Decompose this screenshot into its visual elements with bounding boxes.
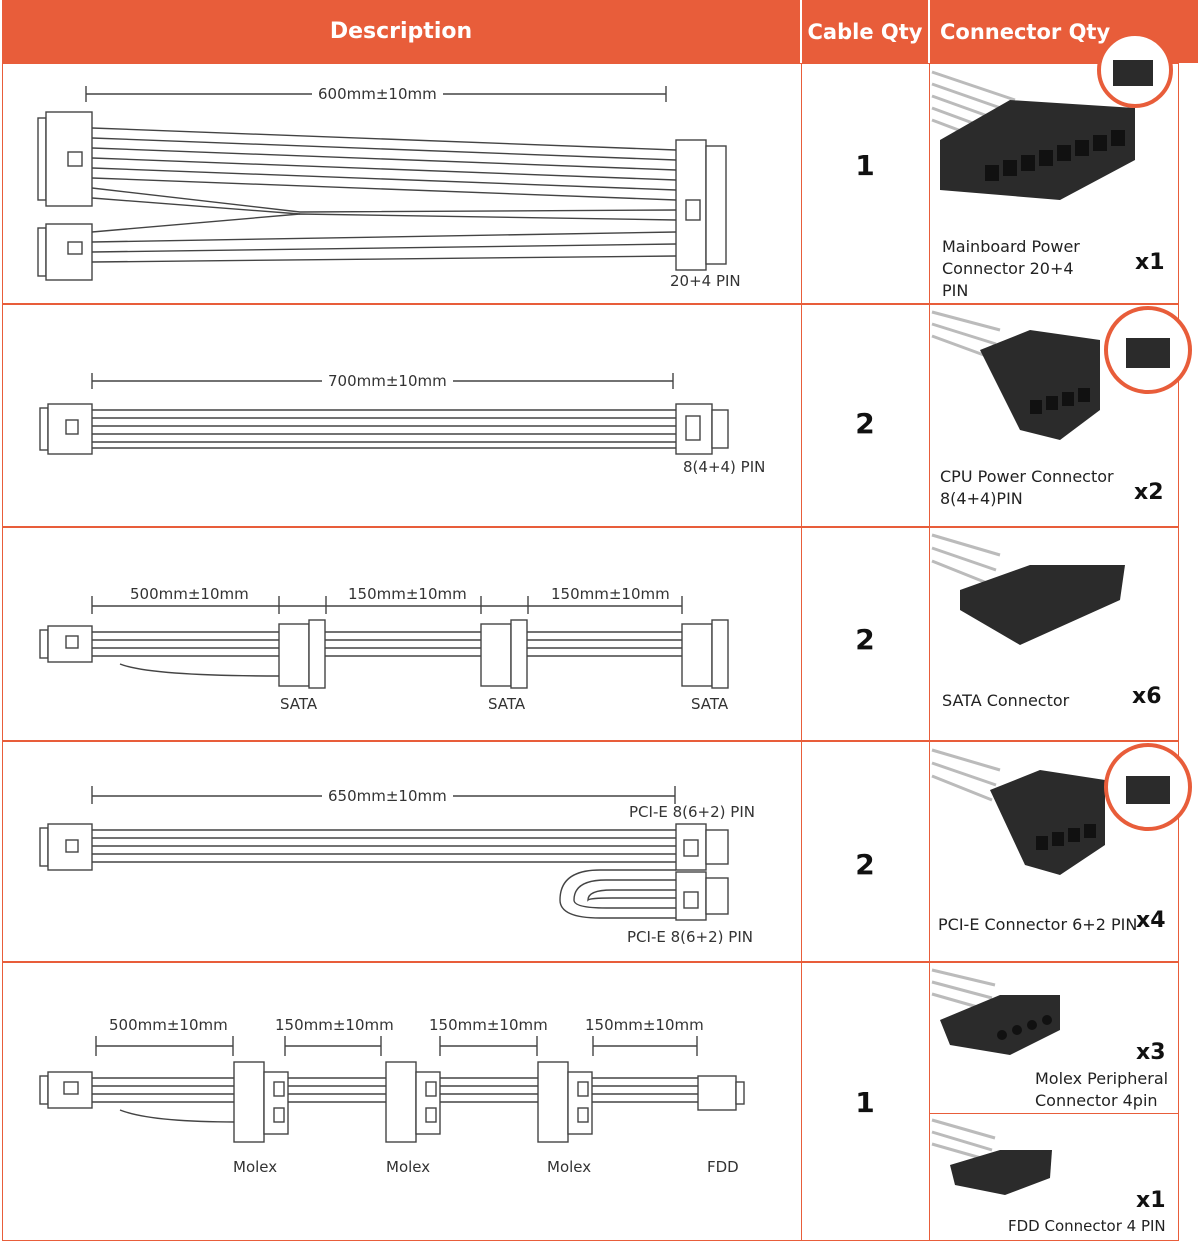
row-5-molex-label-2: Molex <box>386 1158 431 1176</box>
row-5-qty-cell <box>801 962 930 1241</box>
row-3-length-3: 150mm±10mm <box>545 585 676 603</box>
row-5-cable-qty: 1 <box>855 1085 875 1119</box>
row-2-connector-count: x2 <box>1134 480 1164 505</box>
row-4-connector-label: PCI-E Connector 6+2 PIN <box>938 915 1138 934</box>
row-1-length: 600mm±10mm <box>312 85 443 103</box>
row-5-length-2: 150mm±10mm <box>269 1016 400 1034</box>
header-cable-qty: Cable Qty <box>802 0 928 63</box>
row-3-length-2: 150mm±10mm <box>342 585 473 603</box>
row-5-fdd-connector-label: FDD Connector 4 PIN <box>1008 1217 1166 1235</box>
row-3-sata-label-1: SATA <box>280 695 318 713</box>
connector-images <box>931 32 1192 1195</box>
row-5-fdd-count: x1 <box>1136 1188 1166 1213</box>
row-4-pin-label-1: PCI-E 8(6+2) PIN <box>629 803 755 821</box>
row-2-pin-label: 8(4+4) PIN <box>683 458 766 476</box>
row-2-description-cell <box>2 304 802 527</box>
row-4-pin-label-2: PCI-E 8(6+2) PIN <box>627 928 753 946</box>
row-2-length: 700mm±10mm <box>322 372 453 390</box>
row-4-cable-qty: 2 <box>855 847 875 881</box>
row-4-connector-count: x4 <box>1136 908 1166 933</box>
row-3-sata-label-3: SATA <box>691 695 729 713</box>
row-5-length-4: 150mm±10mm <box>579 1016 710 1034</box>
header-description: Description <box>2 0 800 63</box>
row-3-qty-cell <box>801 527 930 741</box>
row-1-qty-cell <box>801 63 930 304</box>
row-2-cable-qty: 2 <box>855 406 875 440</box>
row-5-length-1: 500mm±10mm <box>103 1016 234 1034</box>
row-1-connector-count: x1 <box>1135 250 1165 275</box>
row-3-connector-count: x6 <box>1132 684 1162 709</box>
row-2-connector-label: CPU Power Connector 8(4+4)PIN <box>940 467 1114 508</box>
row-3-sata-label-2: SATA <box>488 695 526 713</box>
row-5-fdd-label: FDD <box>707 1158 739 1176</box>
row-5-molex-label-1: Molex <box>233 1158 278 1176</box>
row-5-molex-label-3: Molex <box>547 1158 592 1176</box>
row-3-length-1: 500mm±10mm <box>124 585 255 603</box>
row-3-description-cell <box>2 527 802 741</box>
row-5-molex-count: x3 <box>1136 1040 1166 1065</box>
row-4-description-cell <box>2 741 802 962</box>
row-3-cable-qty: 2 <box>855 622 875 656</box>
row-4-length: 650mm±10mm <box>322 787 453 805</box>
row-1-connector-label: Mainboard Power Connector 20+4 PIN <box>942 237 1080 300</box>
row-1-pin-label: 20+4 PIN <box>670 272 741 290</box>
row-3-connector-label: SATA Connector <box>942 691 1070 710</box>
row-5-length-3: 150mm±10mm <box>423 1016 554 1034</box>
row-1-description-cell <box>2 63 802 304</box>
row-5-molex-label: Molex Peripheral Connector 4pin <box>1035 1069 1169 1110</box>
row-1-cable-qty: 1 <box>855 148 875 182</box>
